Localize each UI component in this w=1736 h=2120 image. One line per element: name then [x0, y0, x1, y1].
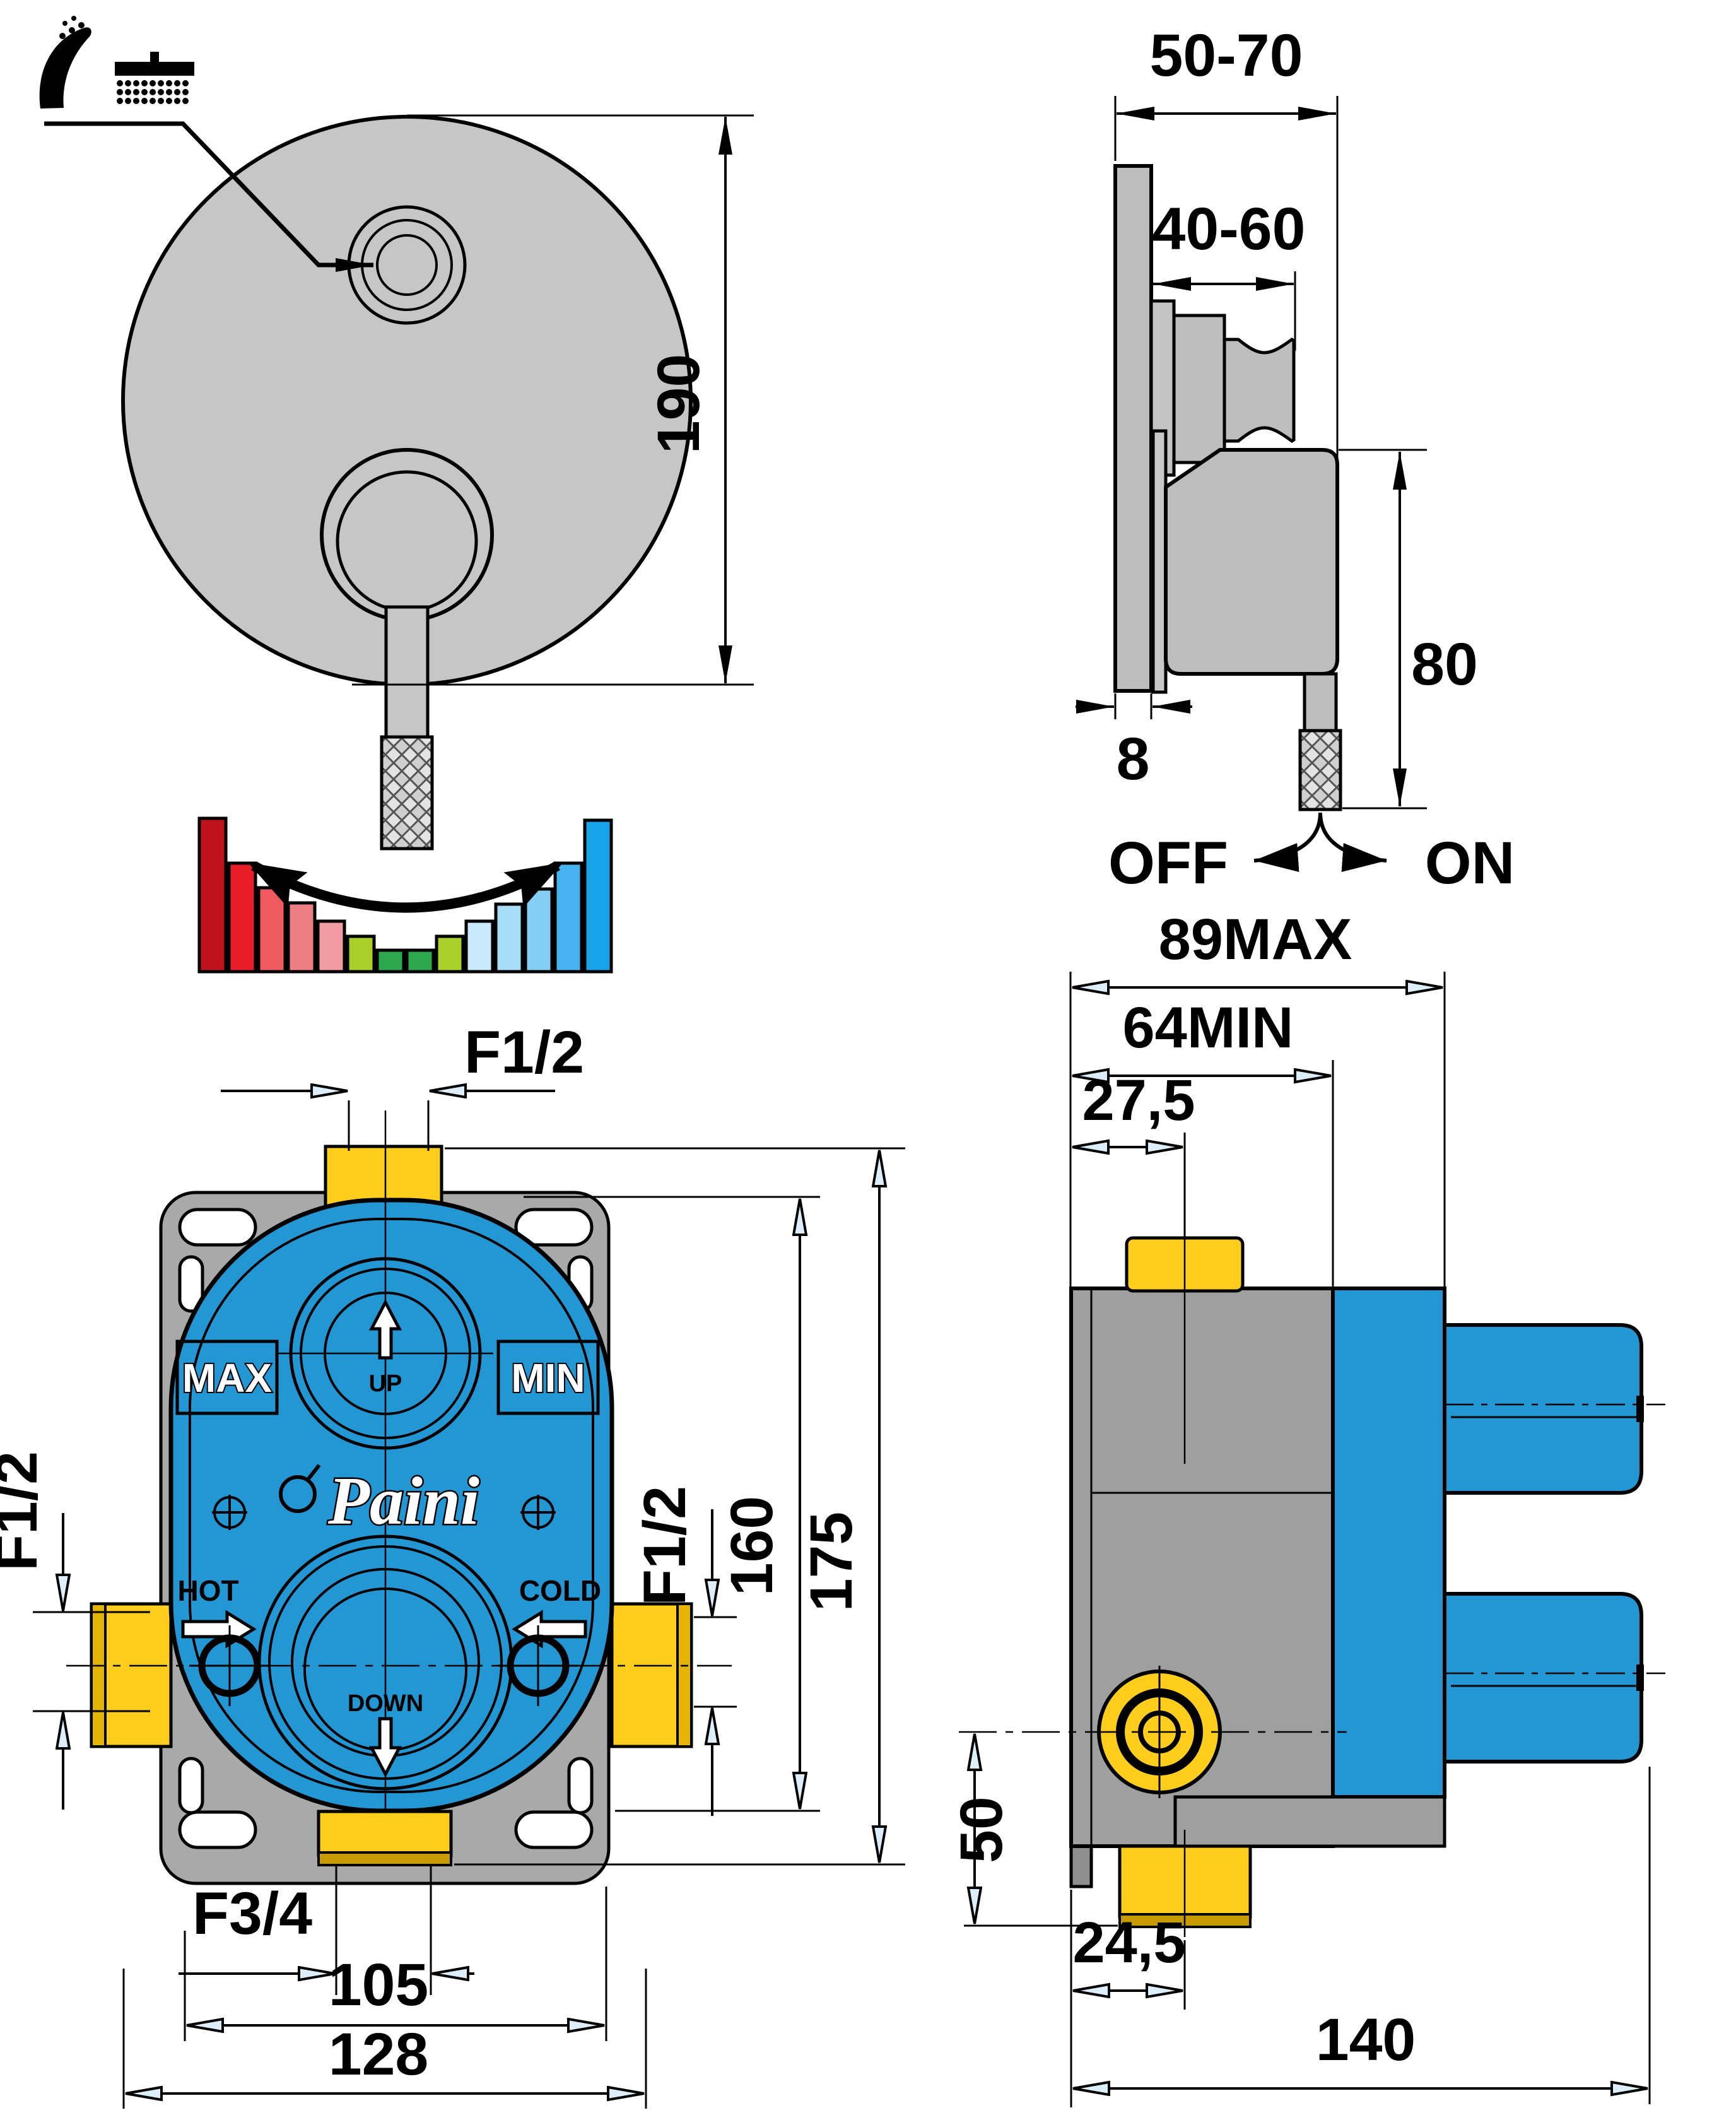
side-wall-plate	[1113, 164, 1153, 693]
up-adjuster: UP	[278, 1257, 493, 1450]
dim-f34: F3/4	[179, 1866, 474, 1995]
handle-stem	[384, 605, 430, 739]
dim-140: 140	[1073, 1767, 1651, 2104]
dim-right-f12-label: F1/2	[631, 1486, 698, 1606]
dim-64min: 64MIN	[1072, 996, 1334, 1290]
on-label: ON	[1425, 830, 1515, 897]
down-arrow-icon	[368, 1717, 402, 1778]
dim-89max: 89MAX	[1069, 907, 1446, 1328]
hot-inlet-mark	[189, 1625, 270, 1706]
dim-190: 190	[352, 114, 754, 686]
mixer-handle	[320, 448, 494, 851]
dim-50-label: 50	[948, 1796, 1015, 1863]
dim-245: 24,5	[1070, 1890, 1186, 2107]
off-on-indicator: OFF ON	[1108, 812, 1515, 897]
valve-body-panel	[189, 1218, 594, 1793]
brand-label: Paini	[327, 1464, 479, 1539]
temp-bar	[405, 948, 435, 974]
trim-side-view: 50-70 40-60 8	[1076, 22, 1515, 897]
bottom-port-f34	[317, 1810, 453, 1858]
dim-175: 175	[445, 1147, 905, 1866]
dim-275-label: 27,5	[1082, 1068, 1195, 1133]
right-port-face	[676, 1603, 693, 1748]
trim-front-view: 190	[39, 16, 754, 974]
brand-logo: Paini	[279, 1463, 481, 1541]
rough-front-view: UP MAX MIN Paini HOT COLD	[0, 1019, 905, 2109]
dim-105: 105	[184, 1887, 607, 2041]
side-valve-body	[1331, 1287, 1665, 1799]
off-label: OFF	[1108, 830, 1228, 897]
side-housing-step	[1173, 1795, 1446, 1848]
side-bottom-arm	[1443, 1592, 1643, 1764]
temp-bar	[286, 901, 317, 974]
dim-40-60: 40-60	[1152, 196, 1306, 351]
dim-105-label: 105	[329, 1952, 429, 2018]
dim-64min-label: 64MIN	[1123, 996, 1294, 1060]
screw-right-icon	[520, 1495, 556, 1530]
screw-left-icon	[212, 1495, 247, 1530]
dim-128: 128	[122, 1969, 647, 2109]
dim-right-f12: F1/2	[631, 1486, 737, 1816]
dim-top-f12: F1/2	[221, 1019, 584, 1151]
max-box	[175, 1340, 279, 1415]
dim-50: 50	[948, 1734, 1118, 1927]
temp-bar	[227, 861, 257, 974]
dim-160-label: 160	[718, 1496, 785, 1596]
dim-40-60-label: 40-60	[1152, 196, 1306, 262]
down-adjuster: DOWN	[257, 1534, 513, 1791]
temp-bar	[524, 887, 554, 974]
temperature-bars	[197, 816, 613, 974]
min-label: MIN	[511, 1355, 585, 1401]
down-label: DOWN	[348, 1690, 423, 1717]
dim-140-label: 140	[1316, 2006, 1416, 2073]
rough-side-view: 89MAX 64MIN 27,5 50 24,5	[948, 907, 1665, 2107]
rotation-arrow	[248, 861, 563, 913]
temp-bar	[375, 948, 406, 974]
dim-80: 80	[1339, 449, 1478, 810]
temp-bar	[316, 919, 346, 974]
max-label: MAX	[182, 1355, 273, 1401]
temp-bar	[257, 886, 287, 974]
lever-knurl-profile	[1298, 729, 1342, 811]
dim-8-label: 8	[1117, 726, 1150, 792]
overhead-shower-icon	[115, 52, 194, 104]
temp-bar	[435, 934, 465, 974]
up-arrow-icon	[368, 1298, 402, 1360]
hand-shower-icon	[39, 16, 91, 109]
dim-245-label: 24,5	[1072, 1911, 1185, 1975]
diverter-leader-line	[44, 121, 373, 272]
dim-175-label: 175	[798, 1512, 865, 1612]
temp-bar	[583, 818, 613, 974]
handle-profile	[1151, 429, 1342, 811]
cold-label: COLD	[519, 1574, 601, 1607]
dim-8: 8	[1076, 693, 1192, 792]
dim-left-f12-label: F1/2	[0, 1451, 50, 1571]
bottom-port-lip	[317, 1851, 452, 1866]
temp-bar	[464, 919, 495, 974]
dim-160: 160	[524, 1196, 820, 1812]
dim-left-f12: F1/2	[0, 1451, 150, 1810]
dim-89max-label: 89MAX	[1159, 907, 1352, 972]
handle-knurled-tip	[380, 735, 434, 851]
up-label: UP	[369, 1370, 402, 1397]
dim-50-70-label: 50-70	[1150, 22, 1303, 89]
dim-50-70: 50-70	[1114, 22, 1339, 467]
temp-bar	[197, 816, 228, 974]
temp-bar	[494, 902, 524, 974]
temp-bar	[346, 934, 376, 974]
side-top-arm	[1443, 1323, 1643, 1495]
min-box	[496, 1340, 600, 1415]
lever-profile	[1303, 672, 1338, 733]
dim-128-label: 128	[329, 2021, 429, 2088]
dim-f34-label: F3/4	[192, 1880, 312, 1947]
temp-bar	[553, 861, 584, 974]
dim-top-f12-label: F1/2	[464, 1019, 584, 1086]
dim-275: 27,5	[1072, 1068, 1195, 1240]
hot-label: HOT	[177, 1574, 238, 1607]
left-port-face	[90, 1603, 107, 1748]
top-port-f12	[324, 1145, 443, 1208]
dim-190-label: 190	[645, 354, 712, 454]
dim-80-label: 80	[1411, 631, 1478, 698]
